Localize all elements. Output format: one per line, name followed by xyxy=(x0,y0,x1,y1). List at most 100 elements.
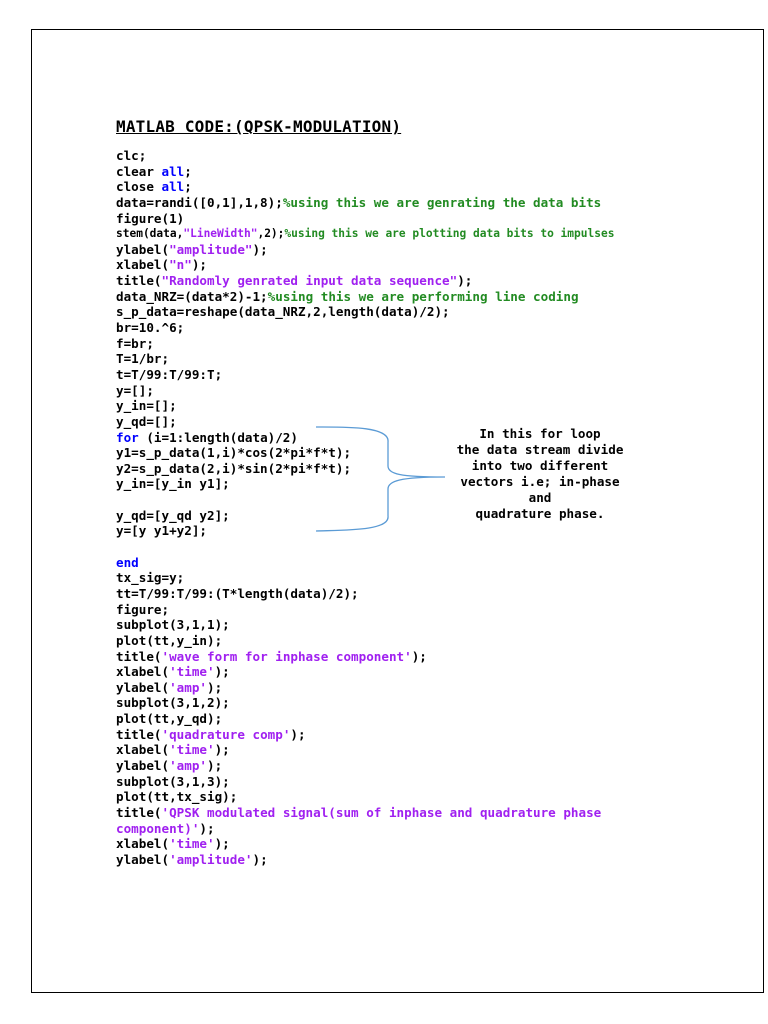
code-text: ylabel( xyxy=(116,851,170,867)
code-text: T=1/br; xyxy=(116,351,170,367)
code-line: y_in=[]; xyxy=(116,398,614,414)
code-line: f=br; xyxy=(116,336,614,352)
code-line: ylabel('amplitude'); xyxy=(116,852,614,868)
code-keyword: for xyxy=(116,429,139,445)
code-line: t=T/99:T/99:T; xyxy=(116,367,614,383)
code-line: end xyxy=(116,555,614,571)
code-text: stem(data, xyxy=(116,227,184,241)
annotation-note-line: quadrature phase. xyxy=(475,505,605,521)
code-string: 'QPSK modulated signal(sum of inphase an… xyxy=(161,804,602,820)
code-text: ; xyxy=(184,179,192,195)
code-line: ylabel("amplitude"); xyxy=(116,242,614,258)
code-text: ); xyxy=(252,241,268,257)
code-text: ); xyxy=(214,664,230,680)
code-line: figure(1) xyxy=(116,211,614,227)
code-text: subplot(3,1,2); xyxy=(116,695,230,711)
code-comment: %using this we are plotting data bits to… xyxy=(284,227,615,241)
code-line: for (i=1:length(data)/2) xyxy=(116,430,614,446)
code-line: title('wave form for inphase component')… xyxy=(116,649,614,665)
page-border xyxy=(31,29,764,993)
annotation-note-line: In this for loop xyxy=(479,426,601,441)
code-line: xlabel('time'); xyxy=(116,742,614,758)
code-text: ); xyxy=(411,648,427,664)
code-string: 'amp' xyxy=(169,679,207,695)
code-string: 'quadrature comp' xyxy=(161,726,291,742)
code-text: y=[y y1+y2]; xyxy=(116,523,207,539)
code-text: ); xyxy=(207,757,223,773)
code-line: data_NRZ=(data*2)-1;%using this we are p… xyxy=(116,289,614,305)
code-text: s_p_data=reshape(data_NRZ,2,length(data)… xyxy=(116,304,450,320)
code-comment: %using this we are genrating the data bi… xyxy=(282,194,602,210)
code-string: 'wave form for inphase component' xyxy=(161,648,412,664)
page-title: MATLAB CODE:(QPSK-MODULATION) xyxy=(116,117,402,136)
code-string: 'time' xyxy=(169,664,215,680)
code-line: close all; xyxy=(116,179,614,195)
code-keyword: end xyxy=(116,554,139,570)
code-text: ,2); xyxy=(257,227,285,241)
code-string: "Randomly genrated input data sequence" xyxy=(161,273,458,289)
code-text: ); xyxy=(199,820,215,836)
code-string: "n" xyxy=(169,257,192,273)
code-text: xlabel( xyxy=(116,664,170,680)
code-text: data_NRZ=(data*2)-1; xyxy=(116,288,268,304)
code-line: plot(tt,tx_sig); xyxy=(116,789,614,805)
code-text: xlabel( xyxy=(116,257,170,273)
code-text: ); xyxy=(207,679,223,695)
code-line: ylabel('amp'); xyxy=(116,758,614,774)
code-line: tx_sig=y; xyxy=(116,570,614,586)
code-text: ylabel( xyxy=(116,679,170,695)
code-line: xlabel('time'); xyxy=(116,836,614,852)
code-string: 'time' xyxy=(169,742,215,758)
code-text: br=10.^6; xyxy=(116,320,185,336)
code-text: subplot(3,1,1); xyxy=(116,617,230,633)
code-line: tt=T/99:T/99:(T*length(data)/2); xyxy=(116,586,614,602)
code-text: ylabel( xyxy=(116,757,170,773)
code-text: y2=s_p_data(2,i)*sin(2*pi*f*t); xyxy=(116,460,352,476)
code-line: subplot(3,1,1); xyxy=(116,617,614,633)
code-text: title( xyxy=(116,273,162,289)
code-line: title("Randomly genrated input data sequ… xyxy=(116,273,614,289)
code-text: f=br; xyxy=(116,335,154,351)
code-string: 'amp' xyxy=(169,757,207,773)
code-line: y_in=[y_in y1]; xyxy=(116,476,614,492)
code-line: y1=s_p_data(1,i)*cos(2*pi*f*t); xyxy=(116,445,614,461)
code-string: 'amplitude' xyxy=(169,851,253,867)
code-line: stem(data,"LineWidth",2);%using this we … xyxy=(116,226,614,242)
code-text: ylabel( xyxy=(116,241,170,257)
code-text: data=randi([0,1],1,8); xyxy=(116,194,283,210)
code-text: y_in=[y_in y1]; xyxy=(116,476,230,492)
code-text: ); xyxy=(457,273,473,289)
code-line: subplot(3,1,3); xyxy=(116,774,614,790)
code-text: subplot(3,1,3); xyxy=(116,773,230,789)
code-string: "LineWidth" xyxy=(183,227,258,241)
code-text: ); xyxy=(191,257,207,273)
code-text: xlabel( xyxy=(116,836,170,852)
code-text: plot(tt,y_qd); xyxy=(116,711,223,727)
code-text: ); xyxy=(214,836,230,852)
code-line: figure; xyxy=(116,602,614,618)
code-text: (i=1:length(data)/2) xyxy=(138,429,298,445)
code-text: y_in=[]; xyxy=(116,398,177,414)
code-string: 'time' xyxy=(169,836,215,852)
code-text: plot(tt,tx_sig); xyxy=(116,789,238,805)
code-line: plot(tt,y_qd); xyxy=(116,711,614,727)
code-text: y=[]; xyxy=(116,382,154,398)
code-text: clear xyxy=(116,163,162,179)
code-text: t=T/99:T/99:T; xyxy=(116,366,223,382)
code-text: xlabel( xyxy=(116,742,170,758)
code-text: clc; xyxy=(116,148,147,163)
code-text: title( xyxy=(116,804,162,820)
code-line: data=randi([0,1],1,8);%using this we are… xyxy=(116,195,614,211)
code-line: s_p_data=reshape(data_NRZ,2,length(data)… xyxy=(116,304,614,320)
code-text: tt=T/99:T/99:(T*length(data)/2); xyxy=(116,585,359,601)
annotation-note-line: and xyxy=(528,489,552,505)
code-text: close xyxy=(116,179,162,195)
code-text: ); xyxy=(252,851,268,867)
code-line: subplot(3,1,2); xyxy=(116,695,614,711)
code-line: y_qd=[y_qd y2]; xyxy=(116,508,614,524)
code-text: ); xyxy=(290,726,306,742)
code-text: y_qd=[]; xyxy=(116,413,177,429)
code-comment: %using this we are performing line codin… xyxy=(267,288,579,304)
annotation-note-line: vectors i.e; in-phase xyxy=(460,473,620,489)
code-line: y2=s_p_data(2,i)*sin(2*pi*f*t); xyxy=(116,461,614,477)
